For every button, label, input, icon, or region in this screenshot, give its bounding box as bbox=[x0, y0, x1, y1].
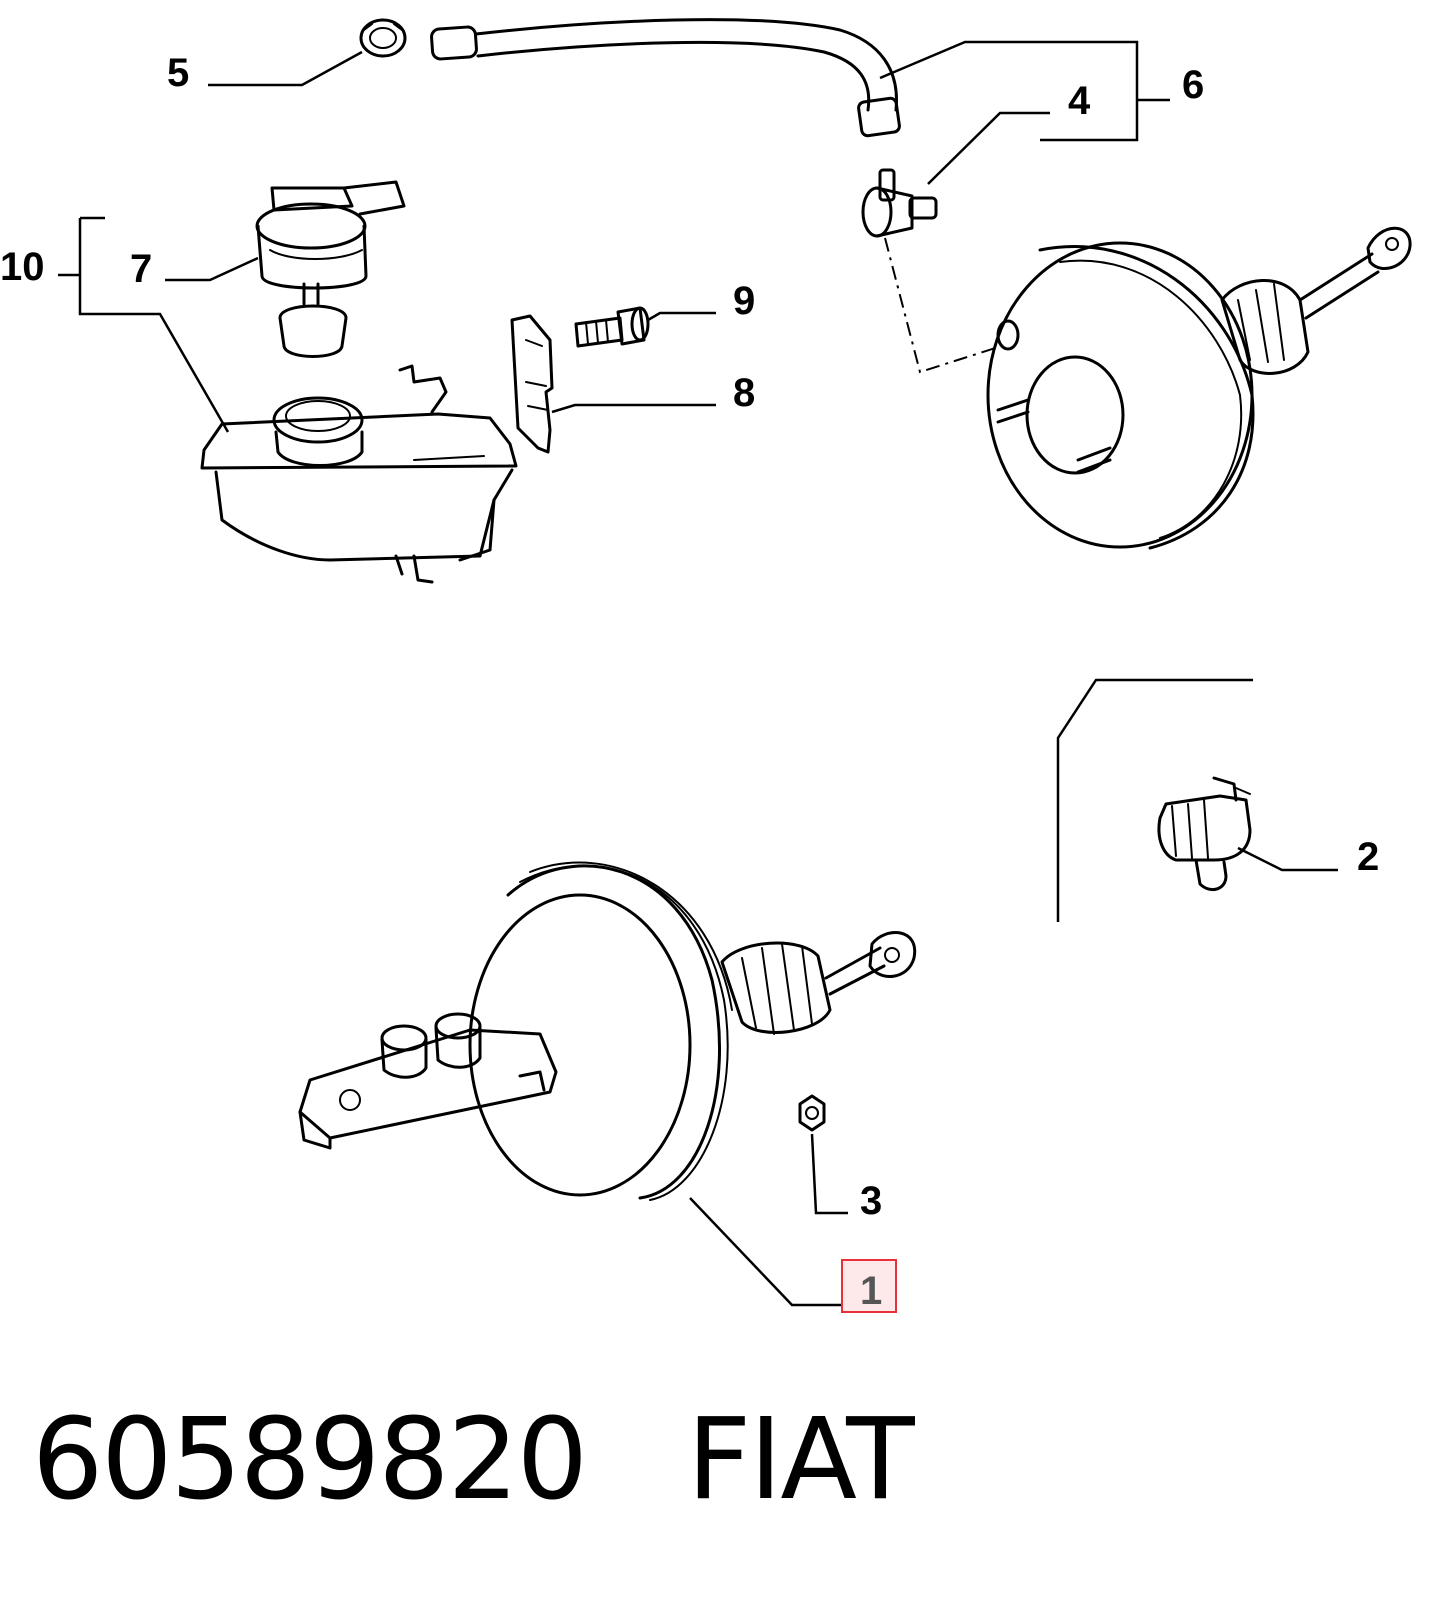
callout-8: 8 bbox=[733, 371, 755, 415]
brand-name: FIAT bbox=[686, 1395, 915, 1525]
callout-labels: 5 4 6 10 7 9 8 2 3 1 bbox=[0, 51, 1379, 1313]
callout-5: 5 bbox=[167, 51, 189, 95]
nut-part bbox=[798, 1094, 826, 1132]
hose-clamp-part bbox=[359, 18, 407, 58]
part-number: 60589820 bbox=[32, 1395, 588, 1525]
clip-part bbox=[1157, 776, 1252, 892]
callout-3: 3 bbox=[860, 1179, 882, 1223]
callout-7: 7 bbox=[130, 247, 152, 291]
brake-booster-main-part bbox=[298, 861, 917, 1201]
callout-4: 4 bbox=[1068, 79, 1091, 123]
vacuum-hose-part bbox=[430, 18, 901, 138]
leader-lines bbox=[58, 40, 1338, 1307]
check-valve-part bbox=[861, 168, 938, 238]
brake-booster-top-part bbox=[986, 226, 1412, 550]
fluid-reservoir-part bbox=[200, 364, 518, 584]
callout-9: 9 bbox=[733, 279, 755, 323]
callout-10: 10 bbox=[0, 245, 45, 289]
callout-6: 6 bbox=[1182, 63, 1204, 107]
callout-2: 2 bbox=[1357, 835, 1379, 879]
footer-caption: 60589820 FIAT bbox=[32, 1395, 915, 1525]
callout-1[interactable]: 1 bbox=[860, 1269, 882, 1313]
bracket-part bbox=[510, 314, 554, 454]
reservoir-cap-part bbox=[255, 180, 406, 358]
bolt-part bbox=[574, 306, 650, 348]
callout-1-highlight[interactable] bbox=[841, 1259, 897, 1313]
